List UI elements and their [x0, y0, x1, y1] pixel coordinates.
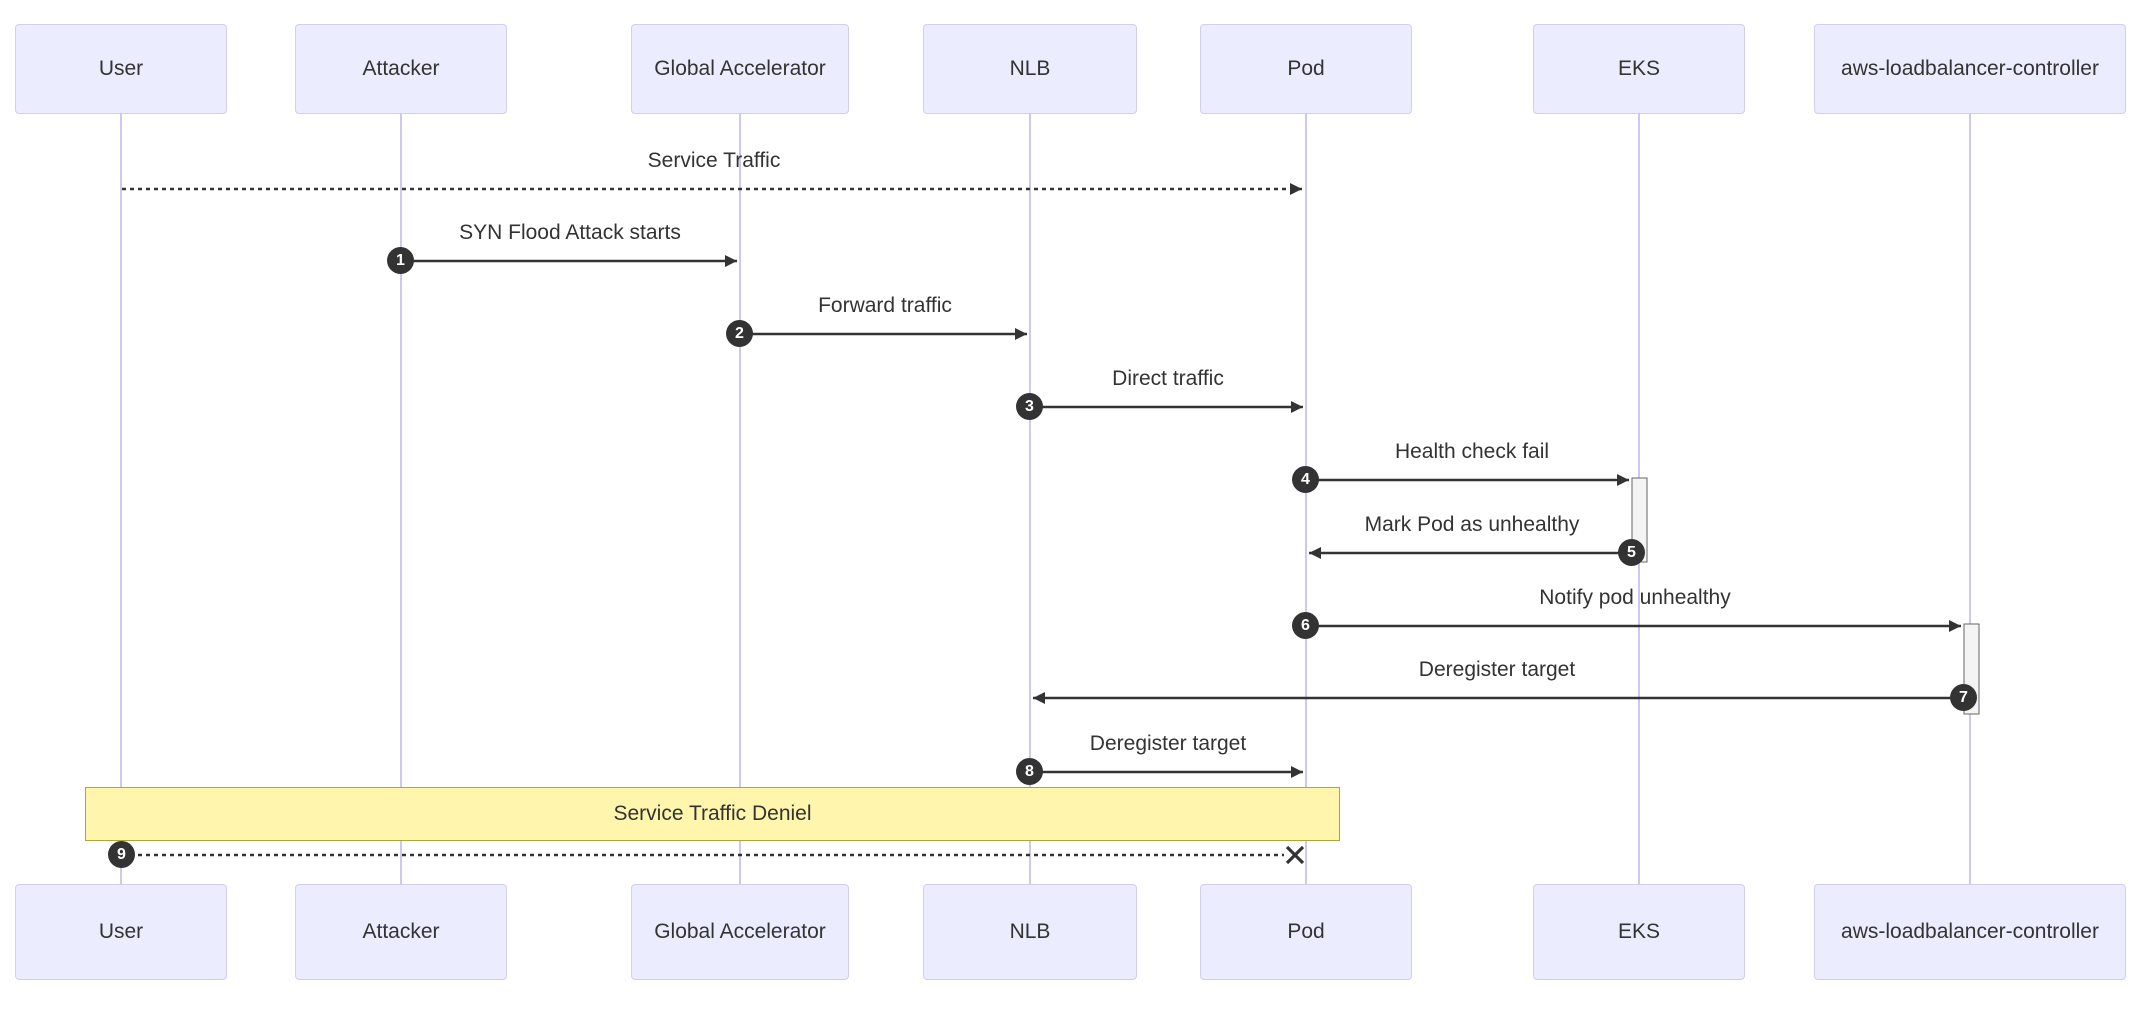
actor-label: Attacker	[362, 57, 440, 80]
actor-user-bottom: User	[15, 884, 227, 980]
actor-pod-bottom: Pod	[1200, 884, 1412, 980]
message-label-health-check-fail: Health check fail	[1394, 440, 1550, 463]
sequence-number-9: 9	[108, 841, 135, 868]
actor-attacker-top: Attacker	[295, 24, 507, 114]
message-label-mark-pod-unhealthy: Mark Pod as unhealthy	[1364, 513, 1580, 536]
sequence-number-3: 3	[1016, 393, 1043, 420]
message-arrows	[122, 183, 1964, 865]
message-label-notify-pod-unhealthy: Notify pod unhealthy	[1539, 586, 1731, 609]
message-label-deregister-target-8: Deregister target	[1089, 732, 1247, 755]
actor-label: Pod	[1287, 920, 1325, 943]
actor-aws-loadbalancer-controller-bottom: aws-loadbalancer-controller	[1814, 884, 2126, 980]
message-label-syn-flood: SYN Flood Attack starts	[459, 221, 681, 244]
actor-global-accelerator-top: Global Accelerator	[631, 24, 849, 114]
note-service-traffic-denial: Service Traffic Deniel	[85, 787, 1340, 841]
sequence-number-5: 5	[1618, 539, 1645, 566]
actor-eks-bottom: EKS	[1533, 884, 1745, 980]
actor-label: NLB	[1009, 920, 1051, 943]
actor-label: User	[98, 57, 144, 80]
actor-nlb-top: NLB	[923, 24, 1137, 114]
lost-message-cross-icon	[1285, 845, 1305, 865]
actor-pod-top: Pod	[1200, 24, 1412, 114]
actor-label: NLB	[1009, 57, 1051, 80]
actor-label: Pod	[1287, 57, 1325, 80]
actor-label: User	[98, 920, 144, 943]
lifelines	[120, 114, 1971, 884]
message-label-service-traffic: Service Traffic	[647, 149, 781, 172]
message-label-deregister-target-7: Deregister target	[1418, 658, 1576, 681]
actor-label: aws-loadbalancer-controller	[1841, 57, 2099, 80]
message-label-direct-traffic: Direct traffic	[1112, 367, 1224, 390]
actor-user-top: User	[15, 24, 227, 114]
sequence-number-4: 4	[1292, 466, 1319, 493]
sequence-number-8: 8	[1016, 758, 1043, 785]
actor-aws-loadbalancer-controller-top: aws-loadbalancer-controller	[1814, 24, 2126, 114]
actor-label: EKS	[1617, 57, 1661, 80]
actor-attacker-bottom: Attacker	[295, 884, 507, 980]
actor-label: Global Accelerator	[654, 57, 826, 80]
actor-global-accelerator-bottom: Global Accelerator	[631, 884, 849, 980]
actor-eks-top: EKS	[1533, 24, 1745, 114]
note-label: Service Traffic Deniel	[613, 802, 812, 825]
actor-label: aws-loadbalancer-controller	[1841, 920, 2099, 943]
actor-label: Global Accelerator	[654, 920, 826, 943]
actor-label: Attacker	[362, 920, 440, 943]
sequence-number-6: 6	[1292, 612, 1319, 639]
sequence-number-7: 7	[1950, 684, 1977, 711]
actor-label: EKS	[1617, 920, 1661, 943]
sequence-number-2: 2	[726, 320, 753, 347]
actor-nlb-bottom: NLB	[923, 884, 1137, 980]
message-label-forward-traffic: Forward traffic	[818, 294, 952, 317]
sequence-number-1: 1	[387, 247, 414, 274]
